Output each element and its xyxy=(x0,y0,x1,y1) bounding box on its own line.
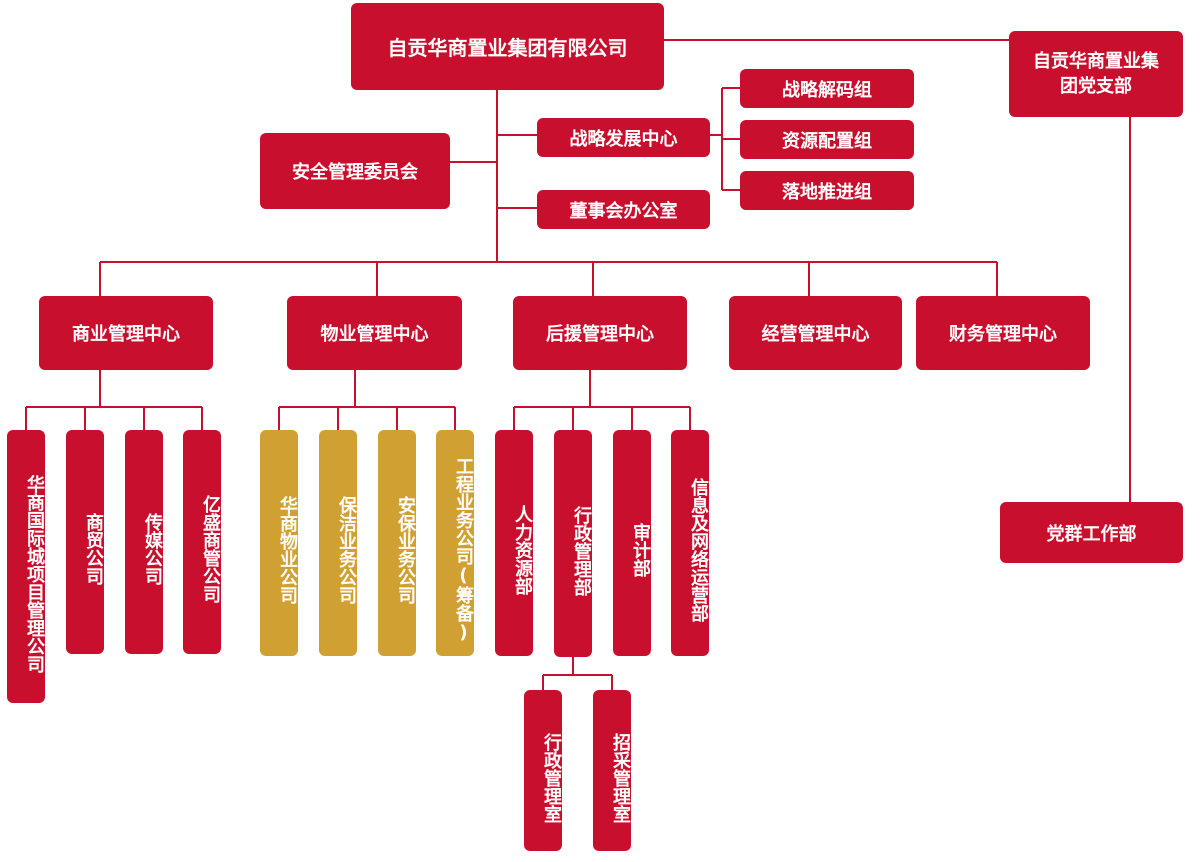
commercial-unit-yisheng: 亿盛商管公司 xyxy=(183,430,221,654)
property-unit-engineering: 工程业务公司(筹备) xyxy=(436,430,474,656)
admin-sub-office: 行政管理室 xyxy=(524,690,562,851)
strategy-group-decoding: 战略解码组 xyxy=(740,69,914,108)
strategy-center-node: 战略发展中心 xyxy=(537,118,710,157)
party-branch-label: 自贡华商置业集团党支部 xyxy=(1033,51,1159,97)
center-finance: 财务管理中心 xyxy=(916,296,1090,370)
support-unit-audit: 审计部 xyxy=(613,430,651,656)
property-unit-security: 安保业务公司 xyxy=(378,430,416,656)
safety-committee-node: 安全管理委员会 xyxy=(260,133,450,209)
admin-sub-procurement: 招采管理室 xyxy=(593,690,631,851)
support-unit-it: 信息及网络运营部 xyxy=(671,430,709,656)
party-branch-node: 自贡华商置业集团党支部 xyxy=(1009,31,1183,117)
support-unit-hr: 人力资源部 xyxy=(495,430,533,656)
root-node: 自贡华商置业集团有限公司 xyxy=(351,3,664,90)
support-unit-admin: 行政管理部 xyxy=(554,430,592,657)
commercial-unit-media: 传媒公司 xyxy=(125,430,163,654)
center-support: 后援管理中心 xyxy=(513,296,687,370)
commercial-unit-trade: 商贸公司 xyxy=(66,430,104,654)
party-work-node: 党群工作部 xyxy=(1000,502,1183,563)
commercial-unit-huashang-city: 华商国际城项目管理公司 xyxy=(7,430,45,703)
center-commercial: 商业管理中心 xyxy=(39,296,213,370)
property-unit-cleaning: 保洁业务公司 xyxy=(319,430,357,656)
board-office-node: 董事会办公室 xyxy=(537,190,710,229)
property-unit-huashang: 华商物业公司 xyxy=(260,430,298,656)
strategy-group-resources: 资源配置组 xyxy=(740,120,914,159)
center-operations: 经营管理中心 xyxy=(729,296,902,370)
center-property: 物业管理中心 xyxy=(287,296,462,370)
strategy-group-implementation: 落地推进组 xyxy=(740,171,914,210)
